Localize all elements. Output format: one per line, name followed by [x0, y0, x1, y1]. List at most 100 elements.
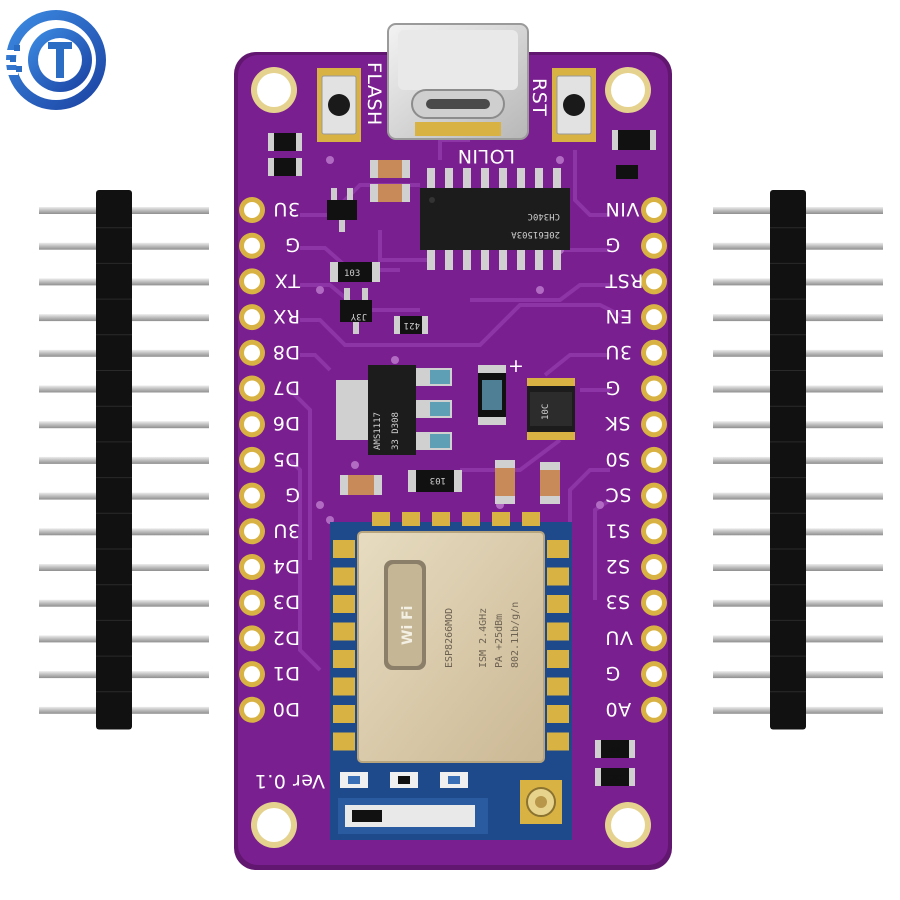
transistor-label: J3Y	[350, 311, 367, 321]
pin-hole	[244, 666, 260, 683]
pin-hole	[244, 559, 260, 575]
smd-resistor-pair	[268, 133, 302, 176]
smd-resistor-103-top	[330, 262, 380, 282]
flash-button[interactable]	[317, 68, 361, 142]
module-top-pad	[492, 512, 510, 526]
smd-capacitors-mid	[340, 460, 560, 504]
module-pad	[547, 595, 569, 613]
pin-hole	[244, 273, 260, 290]
pin-label: 3U	[605, 341, 632, 363]
resistor-3-label: 104	[607, 746, 620, 754]
pin-hole	[646, 202, 662, 218]
module-pad	[333, 567, 355, 586]
module-pad	[547, 540, 569, 558]
pin-hole	[244, 523, 260, 540]
pin-label: G	[605, 662, 620, 684]
module-pad	[547, 705, 569, 723]
pin-label: D6	[272, 412, 300, 434]
version-label: Ver 0.1	[254, 770, 325, 792]
usb-chip-model: CH340C	[527, 211, 560, 221]
pin-label: S2	[605, 555, 630, 577]
pin-label: D0	[272, 698, 300, 720]
resistor-2-label: 103	[430, 475, 446, 485]
brand-logo-icon	[2, 10, 106, 110]
pin-label: EN	[605, 305, 632, 327]
pin-hole	[244, 344, 260, 361]
pin-label: 3U	[273, 519, 300, 541]
capacitor-label: 10C	[541, 404, 551, 420]
pin-hole	[244, 309, 260, 326]
pin-label: 3U	[273, 198, 300, 220]
module-pad	[333, 705, 355, 723]
lolin-label: LOLIN	[457, 145, 515, 167]
diode-421	[394, 316, 428, 334]
pin-label: G	[285, 234, 300, 256]
pin-label: G	[285, 484, 300, 506]
pin-label: S3	[605, 591, 630, 613]
pin-label: D7	[272, 377, 300, 399]
regulator-model: AMS1117	[373, 412, 383, 450]
pin-label: G	[605, 377, 620, 399]
pin-label: S0	[605, 448, 630, 470]
smd-capacitors-top	[370, 160, 410, 202]
module-antenna	[338, 780, 562, 834]
pin-hole	[646, 487, 662, 504]
header-body	[770, 190, 806, 730]
pin-label: SC	[605, 484, 631, 506]
pin-label: D1	[272, 662, 300, 684]
pin-hole	[646, 273, 662, 290]
pin-hole	[646, 344, 662, 361]
resistor-4-label: 12C	[610, 773, 623, 781]
pin-label: D8	[272, 341, 300, 363]
module-top-pad	[522, 512, 540, 526]
pin-hole	[646, 416, 662, 433]
smd-diode-mid	[478, 365, 506, 425]
pin-hole	[244, 451, 260, 468]
pin-label: D2	[272, 626, 300, 648]
pin-hole	[244, 202, 260, 218]
pin-label: VU	[605, 626, 633, 648]
pin-hole	[646, 380, 662, 397]
rst-button[interactable]	[552, 68, 596, 142]
module-castellated-pads	[333, 540, 569, 751]
pin-hole	[646, 594, 662, 611]
resistor-1-label: 103	[344, 269, 360, 279]
right-pin-pads	[641, 197, 667, 723]
transistor-top	[327, 188, 357, 232]
pin-hole	[244, 416, 260, 433]
header-body	[96, 190, 132, 730]
module-model: ESP8266MOD	[444, 608, 455, 668]
module-leds	[340, 772, 468, 788]
module-pad	[547, 622, 569, 641]
module-pad	[333, 650, 355, 668]
module-pad	[333, 540, 355, 558]
pin-hole	[646, 630, 662, 647]
pin-label: G	[605, 234, 620, 256]
pin-hole	[646, 559, 662, 575]
smd-resistor-103-mid	[408, 470, 462, 492]
module-standard: 802.11b/g/n	[510, 602, 521, 668]
pin-hole	[646, 701, 662, 718]
smd-diode-top-right	[612, 130, 656, 179]
transistor-j3y	[340, 288, 372, 334]
pin-label: A0	[605, 698, 631, 720]
smd-resistor-12c	[595, 768, 635, 786]
pin-label: SK	[605, 412, 631, 434]
left-pin-pads	[239, 197, 265, 723]
pin-hole	[244, 630, 260, 647]
regulator-code: 33 D308	[391, 412, 401, 450]
pin-label: RST	[605, 269, 643, 291]
right-pin-header	[713, 190, 883, 730]
pin-hole	[244, 237, 260, 254]
module-top-pads	[372, 512, 540, 526]
module-pad	[547, 677, 569, 696]
module-top-pad	[462, 512, 480, 526]
pin-label: VIN	[605, 198, 639, 220]
left-pin-header	[39, 190, 209, 730]
mounting-holes	[251, 67, 651, 848]
